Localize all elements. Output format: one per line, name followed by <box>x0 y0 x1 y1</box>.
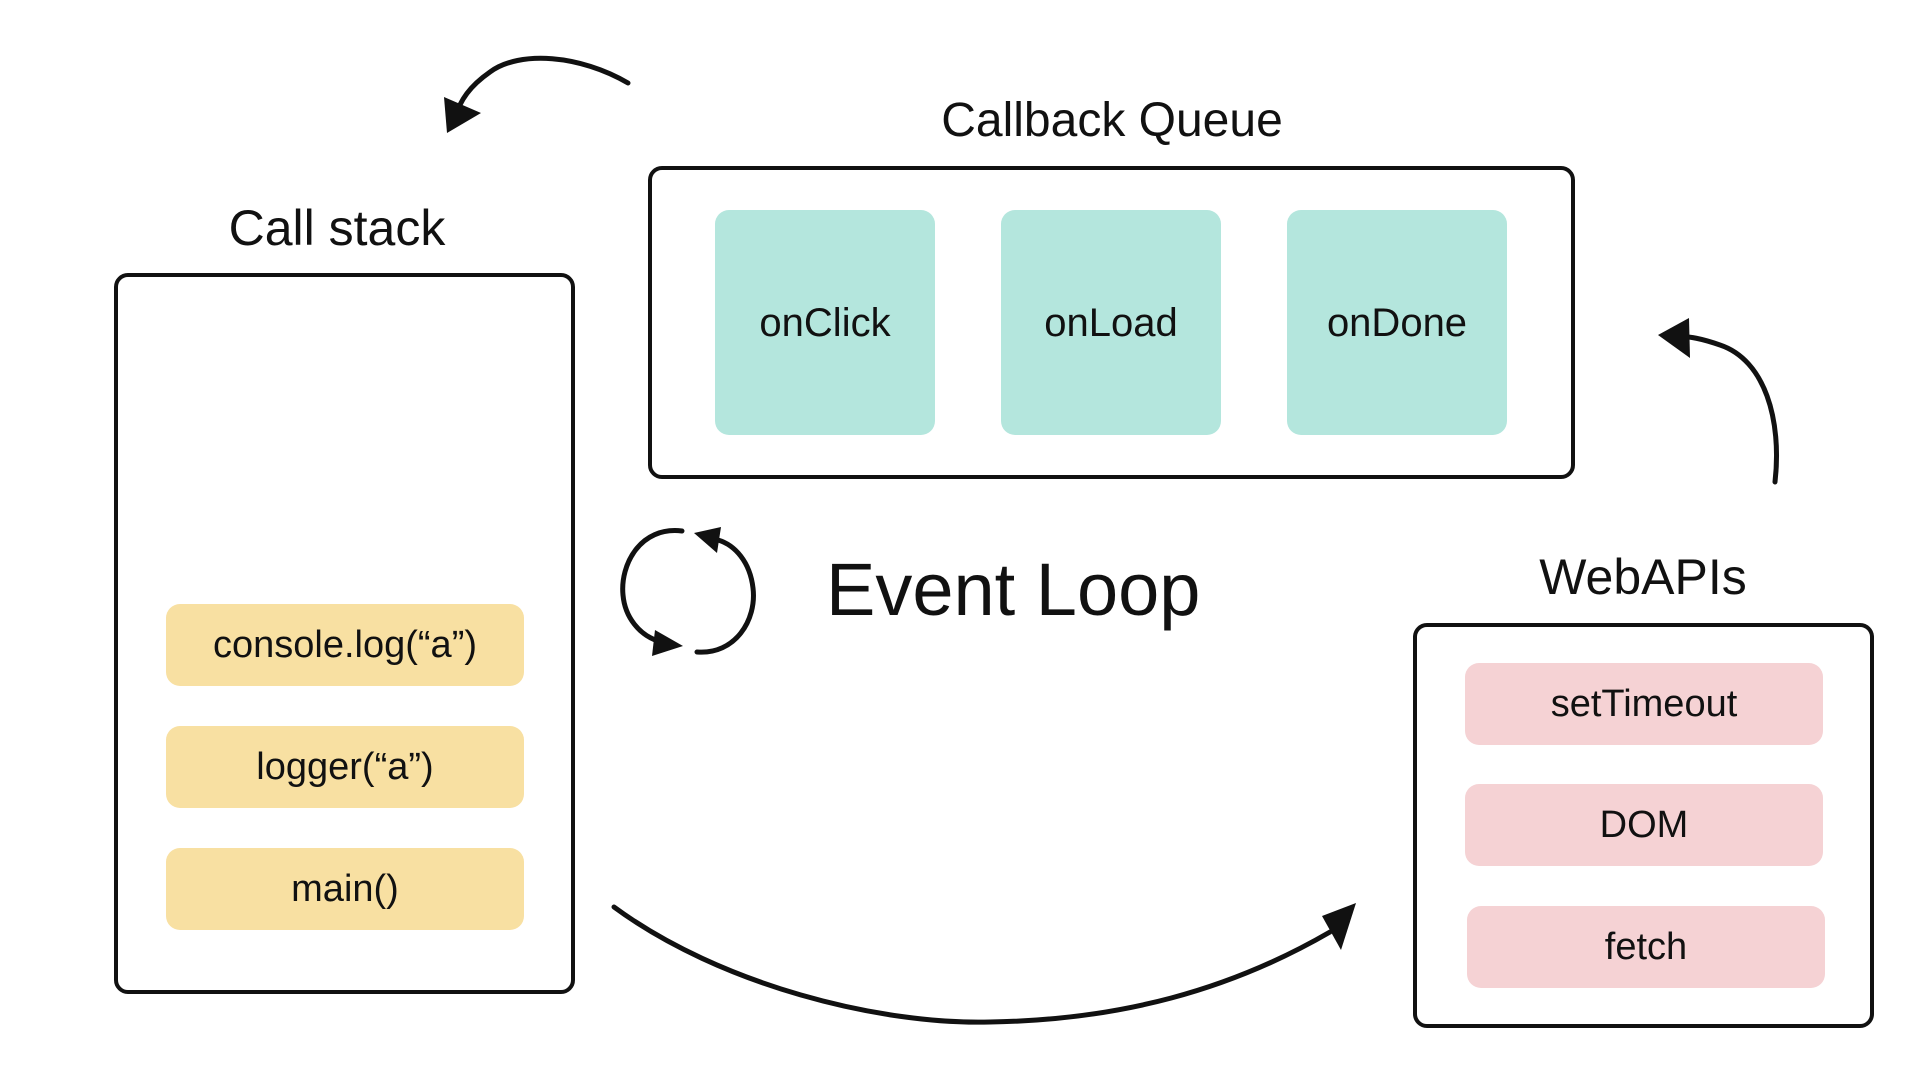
webapi-item-dom: DOM <box>1465 784 1823 866</box>
event-loop-label: Event Loop <box>826 548 1201 631</box>
queue-item-onload: onLoad <box>1001 210 1221 435</box>
cycle-arrows-icon <box>620 527 756 656</box>
callback-queue-title: Callback Queue <box>941 94 1283 147</box>
queue-item-onclick: onClick <box>715 210 935 435</box>
webapi-item-settimeout: setTimeout <box>1465 663 1823 745</box>
call-stack-title: Call stack <box>228 200 446 256</box>
curved-arrow-icon <box>444 55 631 133</box>
call-stack-item-logger: logger(“a”) <box>166 726 524 808</box>
curved-arrow-icon <box>611 903 1356 1025</box>
curved-arrow-icon <box>1658 318 1780 485</box>
webapi-item-fetch: fetch <box>1467 906 1825 988</box>
call-stack-item-console-log: console.log(“a”) <box>166 604 524 686</box>
webapis-title: WebAPIs <box>1539 549 1747 605</box>
queue-item-ondone: onDone <box>1287 210 1507 435</box>
call-stack-item-main: main() <box>166 848 524 930</box>
